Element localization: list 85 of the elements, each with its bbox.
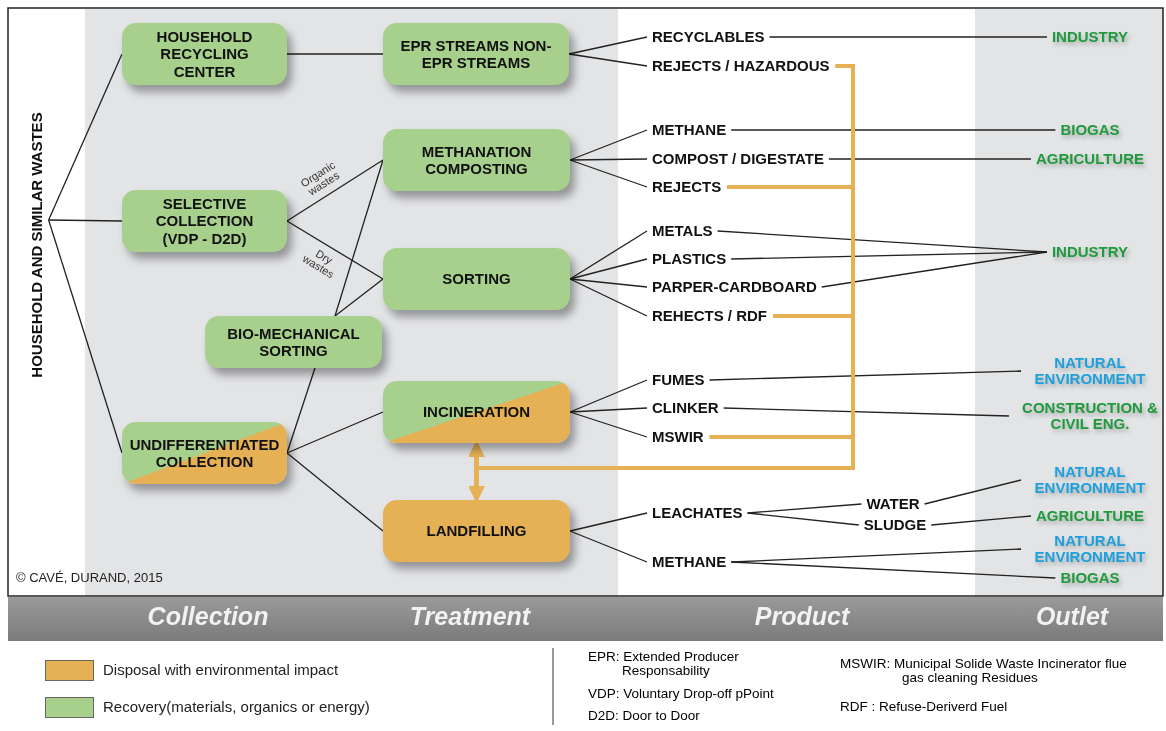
connector-line	[569, 512, 648, 532]
connector-line	[569, 258, 648, 280]
process-box: BIO-MECHANICAL SORTING	[205, 316, 382, 368]
product-label: METALS	[652, 222, 713, 240]
connector-line	[730, 561, 1057, 579]
connector-line	[569, 407, 648, 413]
copyright-note: © CAVÉ, DURAND, 2015	[16, 570, 163, 585]
product-label: MSWIR	[652, 428, 704, 446]
product-label: SLUDGE	[863, 516, 927, 534]
process-box: EPR STREAMS NON-EPR STREAMS	[383, 23, 569, 85]
connector-line	[746, 512, 860, 526]
product-label: REJECTS / HAZARDOUS	[652, 57, 830, 75]
connector-line	[569, 530, 648, 563]
process-box: SORTING	[383, 248, 570, 310]
abbreviation-note: RDF : Refuse-Deriverd Fuel	[840, 699, 1008, 714]
connector-line	[569, 379, 648, 413]
column-heading: Treatment	[409, 602, 531, 631]
product-label: PLASTICS	[652, 250, 727, 268]
process-box: METHANATION COMPOSTING	[383, 129, 570, 191]
connector-line	[286, 411, 384, 454]
connector-line	[48, 53, 123, 221]
connector-line	[569, 158, 648, 161]
outlet-label: BIOGAS	[1060, 570, 1120, 586]
process-box: LANDFILLING	[383, 500, 570, 562]
product-label: PARPER-CARDBOARD	[652, 278, 817, 296]
connector-line	[730, 251, 1048, 260]
connector-line	[286, 220, 384, 280]
vertical-heading: HOUSEHOLD AND SIMILAR WASTES	[28, 112, 46, 378]
outlet-label: AGRICULTURE	[1036, 151, 1144, 167]
connector-line	[286, 159, 384, 222]
process-box: HOUSEHOLD RECYCLING CENTER	[122, 23, 287, 85]
connector-line	[569, 278, 648, 317]
outlet-label: CONSTRUCTION & CIVIL ENG.	[1014, 400, 1166, 432]
connector-line	[768, 36, 1048, 38]
outlet-label: INDUSTRY	[1051, 244, 1129, 260]
legend-label: Recovery(materials, organics or energy)	[103, 698, 370, 715]
connector-line	[821, 251, 1048, 288]
column-heading: Product	[754, 602, 850, 631]
abbreviation-note: VDP: Voluntary Drop-off pPoint	[588, 686, 774, 701]
connector-line	[334, 159, 384, 317]
connector-line	[569, 159, 648, 188]
product-label: COMPOST / DIGESTATE	[652, 150, 824, 168]
connector-line	[828, 158, 1032, 160]
product-label: METHANE	[652, 553, 727, 571]
product-label: METHANE	[652, 121, 727, 139]
product-label: REJECTS	[652, 178, 722, 196]
legend-label: Disposal with environmental impact	[103, 661, 339, 678]
connector-line	[569, 129, 648, 161]
connector-line	[569, 230, 648, 280]
connector-line	[286, 452, 384, 532]
connector-line	[930, 515, 1032, 526]
connector-line	[568, 53, 648, 67]
product-label: CLINKER	[652, 399, 719, 417]
product-label: RECYCLABLES	[652, 28, 765, 46]
connector-line	[723, 407, 1010, 417]
connector-line	[923, 479, 1022, 505]
connector-line	[746, 503, 863, 514]
connector-line	[286, 53, 384, 55]
connector-line	[334, 278, 384, 317]
column-heading: Collection	[147, 602, 269, 631]
connector-line	[708, 370, 1022, 381]
process-box: UNDIFFERENTIATED COLLECTION	[122, 422, 287, 484]
connector-line	[569, 278, 648, 288]
connector-line	[569, 411, 648, 438]
product-label: WATER	[866, 495, 920, 513]
process-box: SELECTIVE COLLECTION (VDP - D2D)	[122, 190, 287, 252]
outlet-label: BIOGAS	[1060, 122, 1120, 138]
outlet-label: NATURAL ENVIRONMENT	[1026, 355, 1154, 387]
abbreviation-note: EPR: Extended Producer Responsability	[588, 650, 740, 679]
connector-line	[568, 36, 648, 55]
abbreviation-note: D2D: Door to Door	[588, 708, 700, 723]
outlet-label: AGRICULTURE	[1036, 508, 1144, 524]
abbreviation-note: MSWIR: Municipal Solide Waste Incinerator flue gas cleaning Residues	[840, 657, 1128, 686]
connector-line	[48, 219, 123, 222]
outlet-label: NATURAL ENVIRONMENT	[1026, 464, 1154, 496]
outlet-label: NATURAL ENVIRONMENT	[1026, 533, 1154, 565]
product-label: REHECTS / RDF	[652, 307, 767, 325]
product-label: LEACHATES	[652, 504, 743, 522]
connector-line	[286, 367, 316, 454]
connector-line	[730, 129, 1057, 131]
process-box: INCINERATION	[383, 381, 570, 443]
column-heading: Outlet	[1035, 602, 1109, 631]
outlet-label: INDUSTRY	[1051, 29, 1129, 45]
connector-line	[48, 219, 123, 454]
product-label: FUMES	[652, 371, 705, 389]
